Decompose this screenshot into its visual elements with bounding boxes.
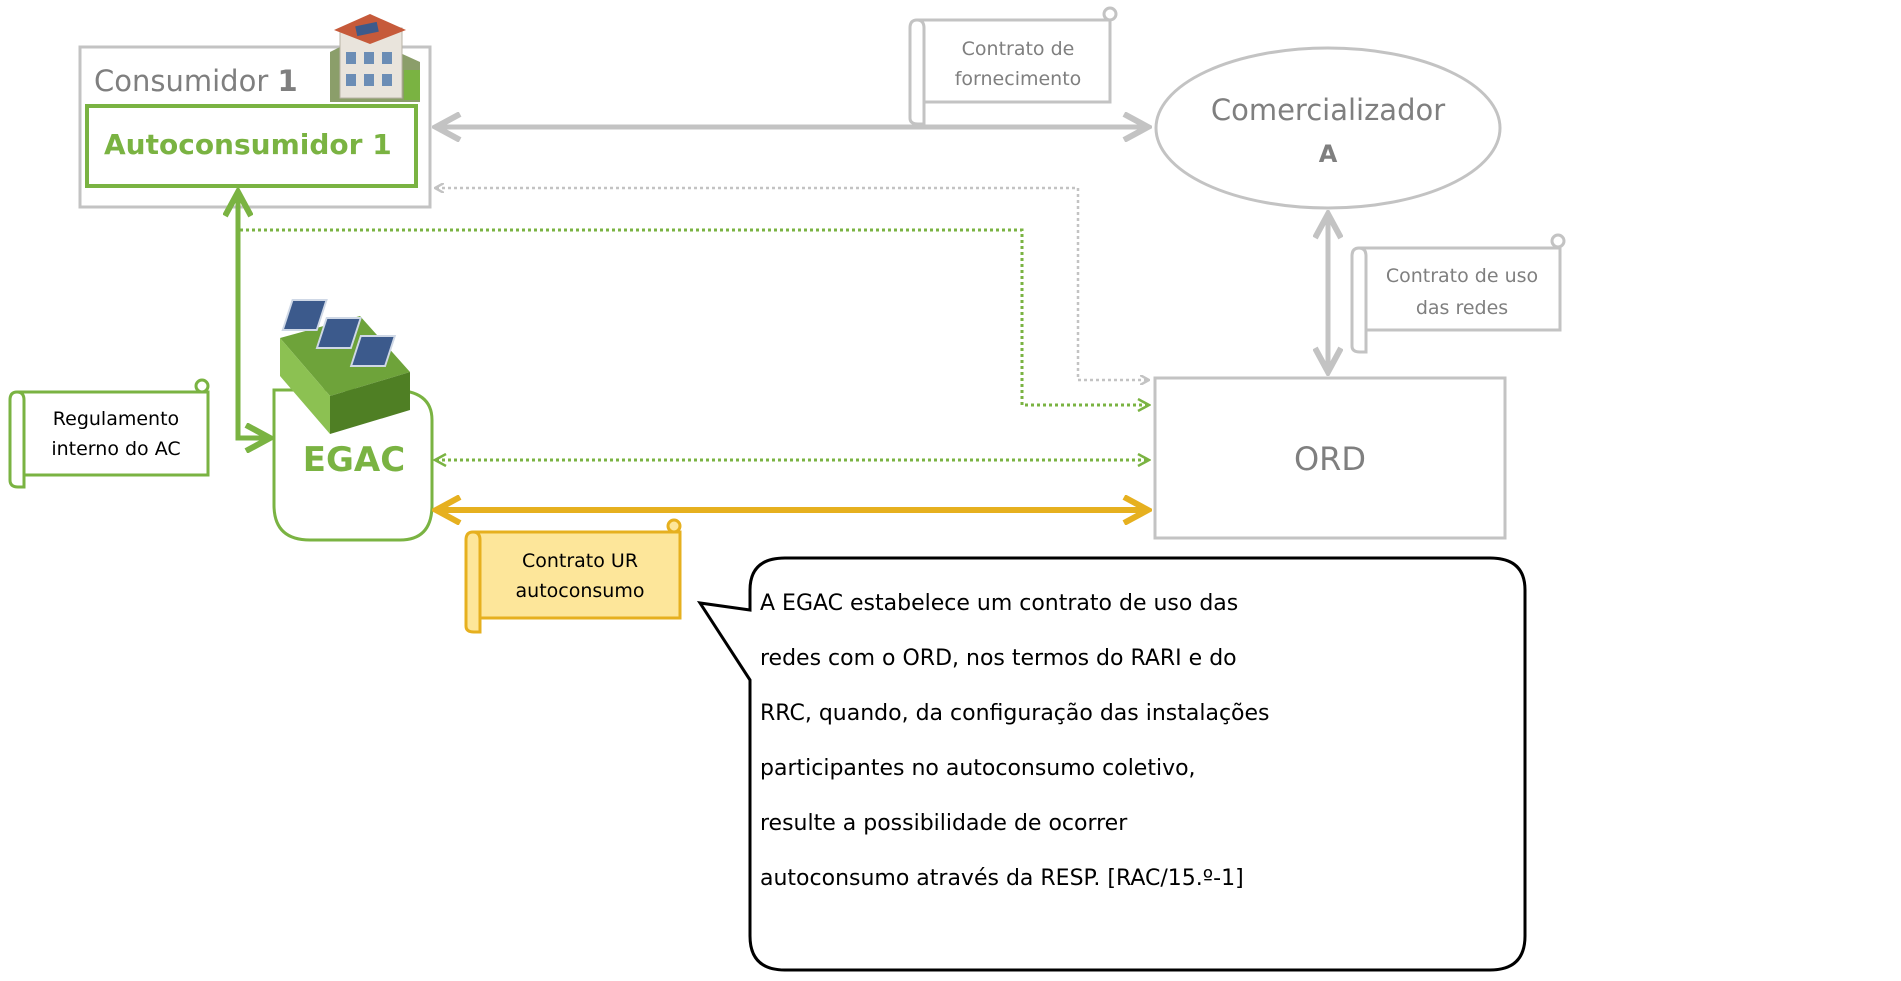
egac-box: [272, 388, 434, 542]
autoconsumidor-box: [85, 104, 418, 188]
ord-box: [1153, 376, 1507, 540]
solar-panels-icon: [280, 299, 410, 434]
egac-label: EGAC: [302, 440, 406, 480]
callout-line: autoconsumo através da RESP. [RAC/15.º-1…: [760, 866, 1244, 891]
scroll-contrato-ur-line1: Contrato UR: [521, 550, 639, 572]
scroll-fornecimento-text: Contrato de fornecimento: [928, 34, 1108, 94]
scroll-fornecimento-line2: fornecimento: [954, 68, 1082, 90]
comercializador-letter: A: [1318, 140, 1338, 168]
scroll-uso-redes-text: Contrato de uso das redes: [1368, 260, 1556, 324]
callout-line: A EGAC estabelece um contrato de uso das: [760, 591, 1239, 616]
scroll-regulamento-line2: interno do AC: [51, 438, 181, 460]
callout-line: resulte a possibilidade de ocorrer: [760, 811, 1128, 836]
callout-line: participantes no autoconsumo coletivo,: [760, 756, 1196, 781]
comercializador-ellipse: [1154, 46, 1502, 210]
consumidor-text: Consumidor: [94, 64, 269, 98]
arrow-gray-dotted: [436, 188, 1148, 380]
arrow-regulamento: [238, 192, 270, 438]
scroll-regulamento-text: Regulamento interno do AC: [26, 404, 206, 464]
scroll-regulamento: [8, 378, 210, 489]
autoconsumidor-label: Autoconsumidor 1: [104, 128, 392, 161]
arrow-green-dotted-top: [240, 228, 1148, 405]
scroll-uso-redes-line2: das redes: [1415, 297, 1509, 319]
scroll-contrato-ur-text: Contrato UR autoconsumo: [482, 546, 678, 606]
callout-bubble: [696, 556, 1527, 972]
scroll-fornecimento: [908, 6, 1118, 126]
scroll-contrato-ur-line2: autoconsumo: [515, 580, 645, 602]
scroll-uso-redes-line1: Contrato de uso: [1385, 265, 1539, 287]
callout-line: RRC, quando, da configuração das instala…: [760, 701, 1270, 726]
scroll-uso-redes: [1350, 233, 1566, 354]
comercializador-name: Comercializador: [1210, 93, 1446, 127]
callout-text: A EGAC estabelece um contrato de uso das…: [760, 576, 1270, 906]
scroll-regulamento-line1: Regulamento: [52, 408, 180, 430]
consumidor-number: 1: [277, 64, 298, 98]
scroll-contrato-ur: [464, 518, 682, 634]
house-icon: [330, 14, 420, 102]
ord-label: ORD: [1293, 440, 1367, 478]
scroll-fornecimento-line1: Contrato de: [961, 38, 1075, 60]
callout-line: redes com o ORD, nos termos do RARI e do: [760, 646, 1237, 671]
comercializador-label: Comercializador A: [1180, 88, 1476, 176]
consumidor-label: Consumidor 1: [94, 64, 298, 98]
